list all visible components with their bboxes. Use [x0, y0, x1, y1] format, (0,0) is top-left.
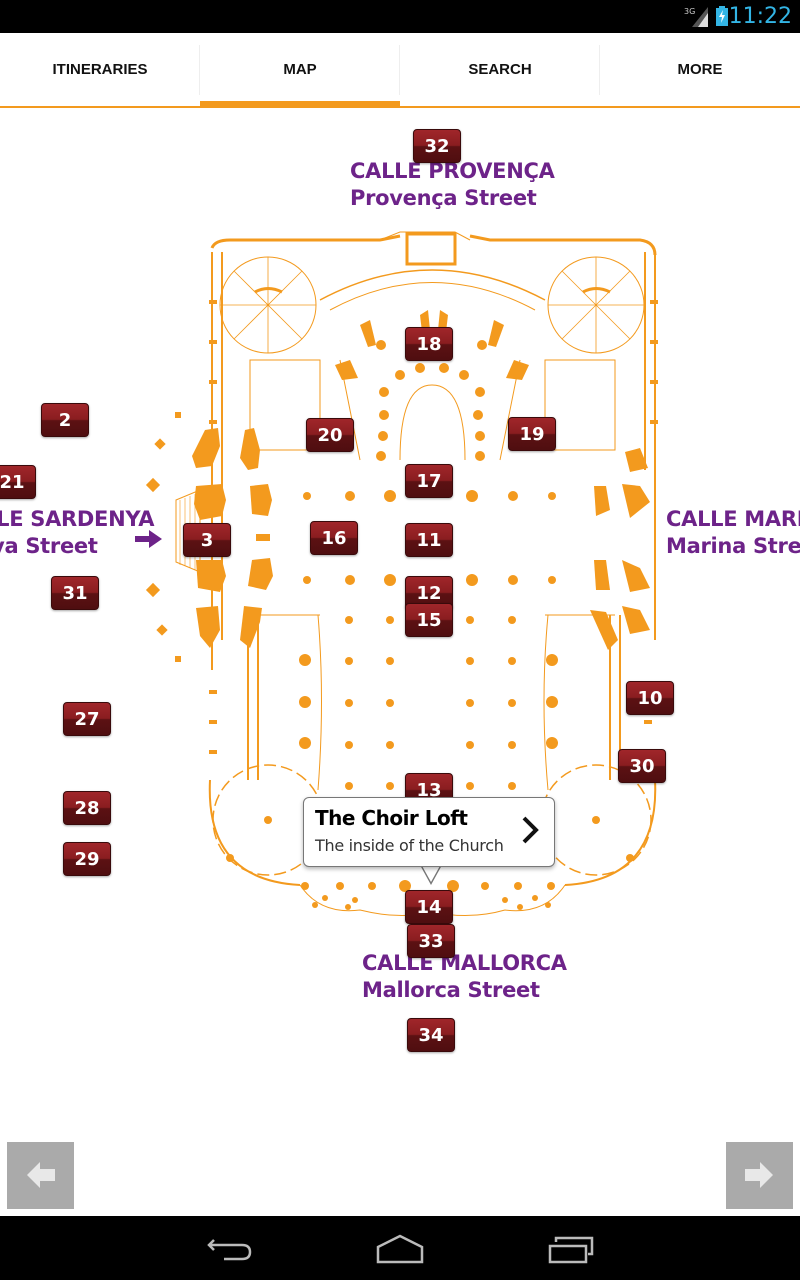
tab-divider — [599, 45, 600, 95]
tab-divider — [399, 45, 400, 95]
map-marker-20[interactable]: 20 — [306, 418, 354, 452]
entrance-arrow-icon — [135, 530, 162, 548]
tab-more[interactable]: MORE — [600, 43, 800, 108]
next-button[interactable] — [726, 1142, 793, 1209]
map-marker-16[interactable]: 16 — [310, 521, 358, 555]
map-marker-17[interactable]: 17 — [405, 464, 453, 498]
map-marker-10[interactable]: 10 — [626, 681, 674, 715]
map-marker-31[interactable]: 31 — [51, 576, 99, 610]
street-label-marina: CALLE MARINA Marina Street — [666, 506, 800, 560]
map-marker-2[interactable]: 2 — [41, 403, 89, 437]
tab-itineraries[interactable]: ITINERARIES — [0, 43, 200, 108]
recent-apps-icon[interactable] — [548, 1234, 596, 1264]
street-name-catalan: CALLE PROVENÇA — [350, 159, 555, 183]
street-label-sardenya: CALLE SARDENYA Sardenya Street — [0, 506, 155, 560]
callout-title: The Choir Loft — [315, 806, 468, 830]
church-floor-plan-map[interactable]: CALLE PROVENÇA Provença Street CALLE SAR… — [0, 108, 800, 1216]
map-marker-34[interactable]: 34 — [407, 1018, 455, 1052]
street-label-mallorca: CALLE MALLORCA Mallorca Street — [362, 950, 567, 1004]
street-name-catalan: CALLE MARINA — [666, 507, 800, 531]
arrow-left-icon — [27, 1162, 55, 1188]
back-icon[interactable] — [206, 1234, 254, 1264]
map-marker-30[interactable]: 30 — [618, 749, 666, 783]
map-marker-15[interactable]: 15 — [405, 603, 453, 637]
map-marker-21[interactable]: 21 — [0, 465, 36, 499]
tab-label: ITINERARIES — [52, 61, 148, 78]
signal-3g-icon: 3G — [684, 7, 708, 27]
map-marker-19[interactable]: 19 — [508, 417, 556, 451]
tab-label: MORE — [677, 61, 723, 78]
home-icon[interactable] — [376, 1234, 424, 1264]
poi-callout[interactable]: The Choir Loft The inside of the Church — [303, 797, 555, 867]
chevron-right-icon[interactable] — [520, 815, 540, 845]
map-marker-18[interactable]: 18 — [405, 327, 453, 361]
status-bar: 3G 11:22 — [0, 0, 800, 33]
system-nav-bar — [0, 1216, 800, 1280]
battery-charging-icon — [716, 6, 728, 26]
street-name-english: Marina Street — [666, 534, 800, 558]
floor-plan-columns — [145, 300, 658, 910]
tab-bar: ITINERARIES MAP SEARCH MORE — [0, 33, 800, 108]
map-marker-32[interactable]: 32 — [413, 129, 461, 163]
tab-label: SEARCH — [468, 61, 532, 78]
street-name-english: Sardenya Street — [0, 534, 98, 558]
map-marker-29[interactable]: 29 — [63, 842, 111, 876]
callout-pointer-fill — [421, 864, 441, 882]
street-name-catalan: CALLE SARDENYA — [0, 507, 155, 531]
svg-text:3G: 3G — [684, 7, 695, 16]
tab-divider — [199, 45, 200, 95]
status-time: 11:22 — [728, 4, 792, 29]
street-name-english: Provença Street — [350, 186, 537, 210]
map-marker-27[interactable]: 27 — [63, 702, 111, 736]
tab-map[interactable]: MAP — [200, 43, 400, 108]
street-label-provenca: CALLE PROVENÇA Provença Street — [350, 158, 555, 212]
tab-label: MAP — [283, 61, 317, 78]
map-marker-14[interactable]: 14 — [405, 890, 453, 924]
map-marker-3[interactable]: 3 — [183, 523, 231, 557]
street-name-catalan: CALLE MALLORCA — [362, 951, 567, 975]
map-marker-33[interactable]: 33 — [407, 924, 455, 958]
previous-button[interactable] — [7, 1142, 74, 1209]
callout-subtitle: The inside of the Church — [315, 836, 504, 855]
street-name-english: Mallorca Street — [362, 978, 540, 1002]
map-marker-11[interactable]: 11 — [405, 523, 453, 557]
tab-search[interactable]: SEARCH — [400, 43, 600, 108]
map-marker-28[interactable]: 28 — [63, 791, 111, 825]
arrow-right-icon — [745, 1162, 773, 1188]
